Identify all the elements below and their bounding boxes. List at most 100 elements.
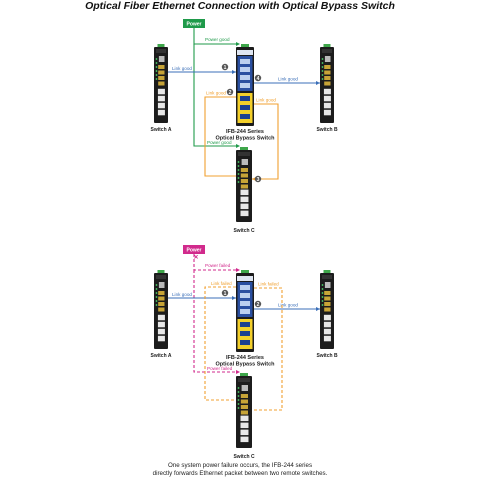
rj45-port: [240, 429, 249, 436]
rj45-port: [157, 102, 165, 109]
fiber-port: [240, 293, 250, 298]
bypass-blue-panel: [237, 282, 253, 317]
sfp-port: [324, 302, 331, 306]
rj45-port: [240, 422, 249, 429]
sfp-port: [324, 81, 331, 86]
rj45-port: [157, 95, 165, 102]
sfp-port: [324, 307, 331, 312]
sfp-port: [158, 302, 165, 306]
power-arrow-bypass: [236, 42, 240, 46]
fiber-port: [240, 96, 250, 101]
bypass-label-plate: [237, 50, 253, 55]
rj45-port: [157, 335, 165, 342]
power-arrow-switch-c: [236, 144, 240, 148]
step-marker-3: [254, 175, 262, 183]
terminal-block: [157, 44, 165, 47]
switch-a-label: Switch A: [151, 353, 172, 359]
power-switch-c-label: Power failed: [207, 366, 233, 371]
led-icon: [321, 300, 324, 302]
rj45-port: [323, 102, 331, 109]
rj45-port: [323, 88, 331, 95]
power-arrow-switch-c: [236, 370, 240, 374]
link-b-label: Link good: [278, 77, 298, 82]
rj45-port: [240, 436, 249, 443]
led-icon: [237, 177, 240, 179]
rj45-port: [157, 321, 165, 328]
led-icon: [237, 407, 240, 409]
step-marker-2-number: 2: [229, 90, 232, 96]
bypass-switch: [236, 270, 254, 352]
step-marker-b-number: 4: [257, 76, 260, 82]
sfp-port: [324, 76, 331, 80]
led-icon: [321, 296, 324, 298]
fiber-port: [240, 67, 250, 72]
console-port: [241, 385, 248, 391]
step-marker-1-number: 1: [224, 291, 227, 297]
caption: One system power failure occurs, the IFB…: [0, 462, 480, 478]
led-icon: [321, 70, 324, 72]
terminal-block: [157, 270, 165, 273]
fiber-port: [240, 331, 250, 336]
led-icon: [321, 62, 324, 64]
sfp-port: [158, 81, 165, 86]
switch-c: [236, 373, 252, 448]
link-c-left-label: Link good: [206, 91, 226, 96]
switch-b-label: Switch B: [316, 127, 338, 133]
sfp-port: [240, 399, 248, 404]
rj45-port: [323, 109, 331, 116]
switch-label-strip: [156, 49, 166, 53]
led-icon: [321, 288, 324, 290]
fiber-port: [240, 285, 250, 290]
sfp-port: [240, 168, 248, 172]
step-marker-b-number: 2: [257, 302, 260, 308]
power-box: [183, 245, 205, 254]
rj45-port: [323, 335, 331, 342]
link-c-left-line: [204, 286, 236, 401]
terminal-block: [240, 373, 248, 376]
bypass-label-line-2: Optical Bypass Switch: [216, 136, 276, 142]
power-bypass-label: Power failed: [205, 263, 231, 268]
step-marker-1-number: 1: [224, 65, 227, 71]
sfp-port: [324, 296, 331, 301]
link-b-label: Link good: [278, 303, 298, 308]
led-icon: [155, 284, 158, 286]
console-port: [158, 282, 165, 288]
led-icon: [155, 58, 158, 60]
switch-label-strip: [322, 49, 332, 53]
switch-b-label: Switch B: [316, 353, 338, 359]
console-port: [241, 159, 248, 165]
sfp-port: [240, 179, 248, 183]
terminal-block: [323, 270, 331, 273]
switch-c-label: Switch C: [233, 228, 255, 234]
led-icon: [321, 58, 324, 60]
led-icon: [155, 78, 158, 80]
fiber-port: [240, 105, 250, 110]
led-icon: [237, 169, 240, 171]
led-icon: [321, 292, 324, 294]
bypass-blue-panel: [237, 56, 253, 91]
led-icon: [237, 181, 240, 183]
sfp-port: [240, 184, 248, 189]
led-icon: [237, 399, 240, 401]
led-icon: [155, 300, 158, 302]
sfp-port: [158, 70, 165, 75]
switch-label-strip: [238, 152, 250, 156]
console-port: [324, 56, 331, 62]
led-icon: [237, 173, 240, 175]
switch-c-label: Switch C: [233, 454, 255, 460]
rj45-port: [157, 314, 165, 321]
sfp-port: [240, 405, 248, 409]
led-icon: [237, 395, 240, 397]
sfp-port: [240, 173, 248, 178]
rj45-port: [323, 314, 331, 321]
rj45-port: [323, 321, 331, 328]
sfp-port: [158, 65, 165, 69]
link-a-arrow: [232, 70, 236, 74]
switch-label-strip: [238, 378, 250, 382]
led-icon: [155, 296, 158, 298]
power-box: [183, 19, 205, 28]
sfp-port: [324, 65, 331, 69]
fiber-port: [240, 301, 250, 306]
link-a-label: Link good: [172, 66, 192, 71]
